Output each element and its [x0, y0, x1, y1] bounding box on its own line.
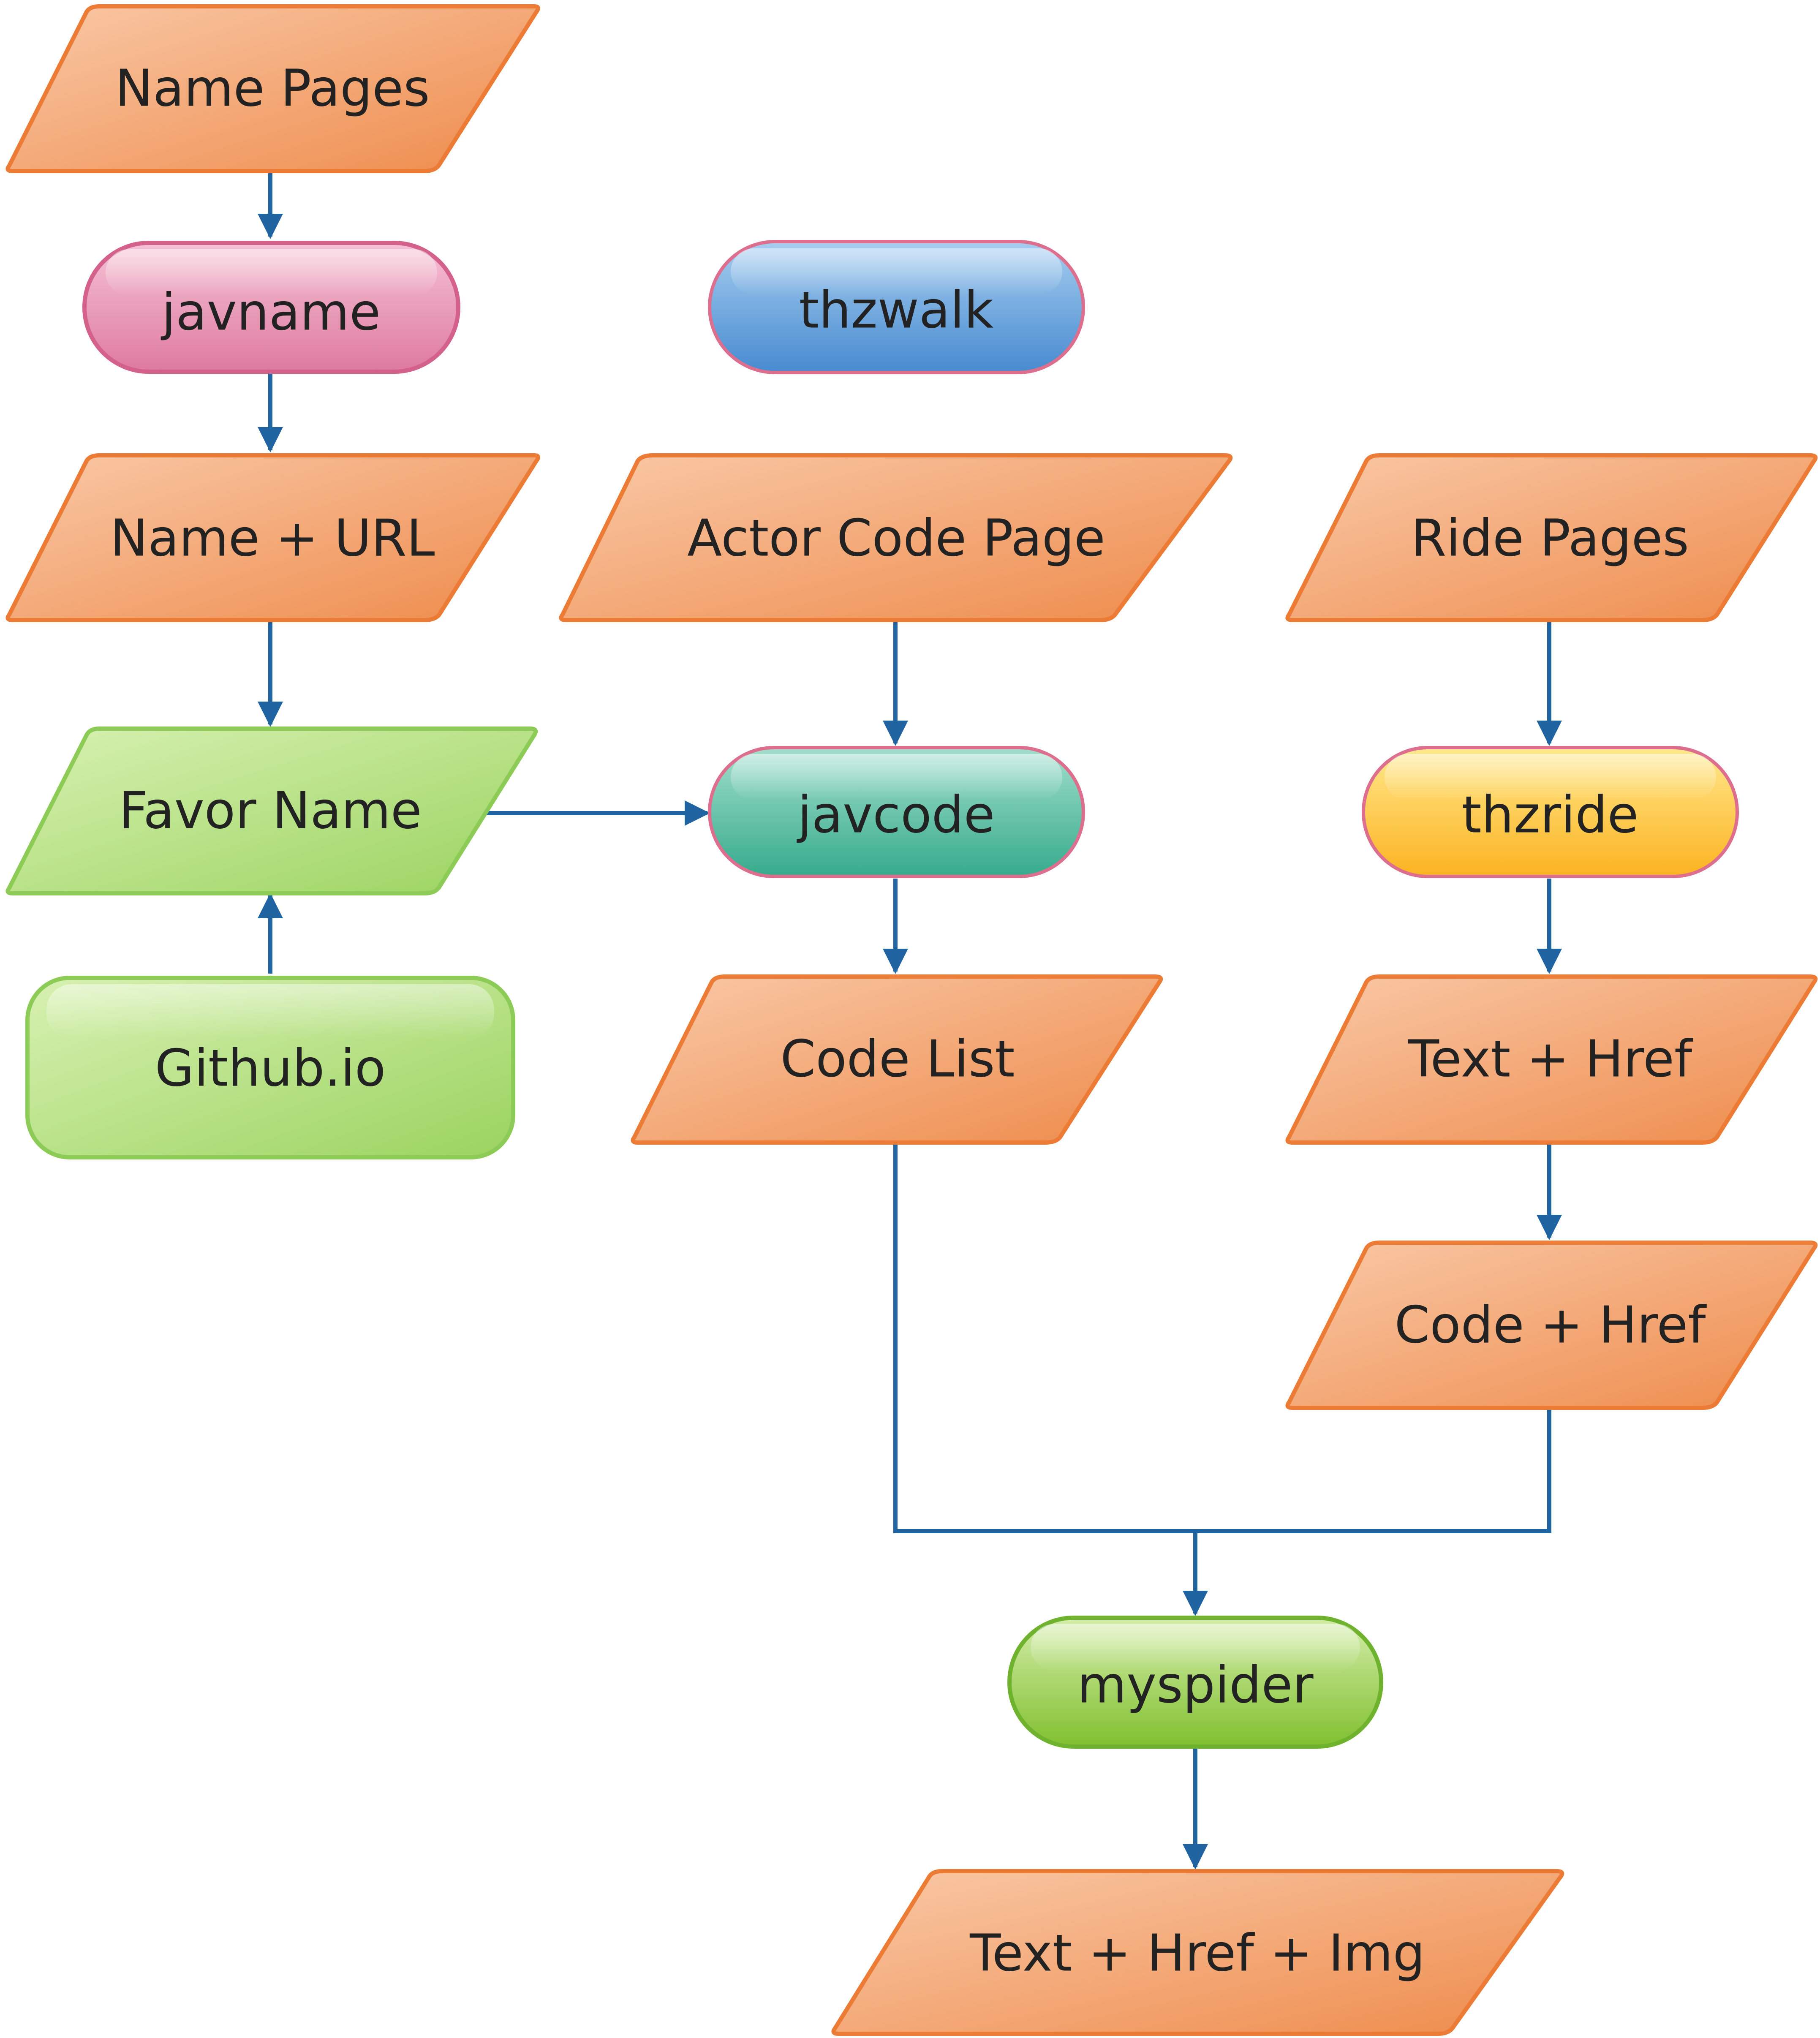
node-text-href-img: Text + Href + Img — [831, 1869, 1564, 2036]
node-text-href-label: Text + Href — [1408, 1030, 1693, 1089]
node-github-io: Github.io — [25, 976, 515, 1159]
node-name-pages: Name Pages — [5, 4, 540, 173]
node-ride-pages-label: Ride Pages — [1411, 509, 1689, 568]
node-text-href-img-label: Text + Href + Img — [969, 1924, 1425, 1983]
node-javname-label: javname — [161, 283, 381, 342]
connectors — [258, 171, 1562, 1869]
node-myspider: myspider — [1007, 1616, 1383, 1749]
node-myspider-label: myspider — [1077, 1656, 1314, 1715]
node-thzwalk: thzwalk — [708, 240, 1085, 374]
connector-codelist-merge — [893, 1145, 1551, 1533]
node-name-url-label: Name + URL — [110, 509, 435, 568]
node-ride-pages: Ride Pages — [1285, 453, 1818, 622]
node-actor-code-page-label: Actor Code Page — [687, 509, 1105, 568]
node-favor-name-label: Favor Name — [119, 782, 422, 841]
node-thzride: thzride — [1362, 746, 1739, 878]
node-code-list: Code List — [631, 974, 1163, 1145]
node-name-url: Name + URL — [5, 453, 540, 622]
node-javname: javname — [82, 241, 460, 374]
node-favor-name: Favor Name — [5, 726, 538, 895]
node-thzride-label: thzride — [1462, 786, 1639, 845]
node-text-href: Text + Href — [1285, 974, 1818, 1145]
node-code-list-label: Code List — [780, 1030, 1015, 1089]
node-thzwalk-label: thzwalk — [799, 281, 994, 340]
node-code-href-label: Code + Href — [1394, 1296, 1707, 1355]
node-actor-code-page: Actor Code Page — [559, 453, 1233, 622]
node-javcode: javcode — [708, 746, 1085, 878]
node-code-href: Code + Href — [1285, 1241, 1818, 1410]
node-github-io-label: Github.io — [155, 1039, 386, 1098]
node-name-pages-label: Name Pages — [115, 60, 430, 118]
node-javcode-label: javcode — [796, 786, 995, 845]
